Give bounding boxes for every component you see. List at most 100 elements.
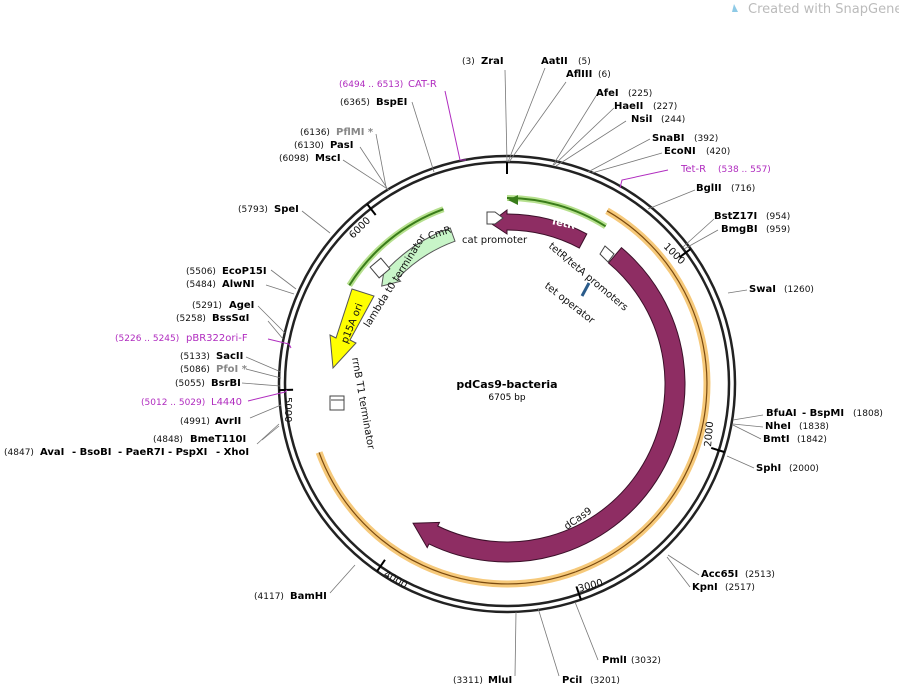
enzyme-pos-bspei: (6365) [340, 98, 370, 108]
enzyme-pos-sphi: (2000) [789, 464, 819, 474]
enzyme-pos-afei: (225) [628, 89, 652, 99]
primer-pos-cat-r: (6494 .. 6513) [339, 80, 403, 90]
cat-promoter-arrow [486, 211, 504, 225]
enzyme-pflmi: PflMI * [336, 127, 374, 138]
enzyme-pmli: PmlI [602, 655, 627, 666]
enzyme-nhei: NheI [765, 421, 791, 432]
enzyme-bglii: BglII [696, 183, 722, 194]
enzyme-pos-pflmi: (6136) [300, 128, 330, 138]
enzyme-pos-econi: (420) [706, 147, 730, 157]
enzyme-pos-bamhi: (4117) [254, 592, 284, 602]
enzyme-pos-bstz17i: (954) [766, 212, 790, 222]
enzyme-haeii: HaeII [614, 101, 643, 112]
enzyme-econi: EcoNI [664, 146, 696, 157]
enzyme-pos-msci: (6098) [279, 154, 309, 164]
dcas9-feature [412, 246, 686, 563]
enzyme-aatii: AatII [541, 56, 568, 67]
lambda-t0-label: lambda t0 terminator [362, 232, 429, 330]
enzyme-pspxi: - PspXI [168, 447, 207, 458]
enzyme-pos-pfoi: (5086) [180, 365, 210, 375]
enzyme-leader-lines [241, 67, 764, 677]
enzyme-bsobi: - BsoBI [72, 447, 111, 458]
tet-operator-label: tet operator [542, 281, 597, 327]
enzyme-bmet110i: BmeT110I [190, 434, 246, 445]
enzyme-aval: AvaI [40, 447, 64, 458]
lambda-t0-terminator-box [369, 257, 391, 279]
enzyme-aflii: AflIII [566, 69, 592, 80]
orange-band-left-core [318, 452, 576, 585]
primer-pbr322ori-f: pBR322ori-F [186, 333, 248, 344]
enzyme-avrii: AvrII [215, 416, 241, 427]
tick-mark-1000 [678, 248, 692, 259]
enzyme-acc65i: Acc65I [701, 569, 738, 580]
tick-mark-6000 [366, 203, 377, 216]
enzyme-bstz17i: BstZ17I [714, 211, 757, 222]
watermark-text: Created with SnapGene® [748, 2, 899, 17]
enzyme-pos-mlui: (3311) [453, 676, 483, 686]
enzyme-pos-bmti: (1842) [797, 435, 827, 445]
enzyme-pos-pmli: (3032) [631, 656, 661, 666]
enzyme-agei: AgeI [229, 300, 254, 311]
tetr-feature [489, 208, 588, 249]
tet-operator-mark [580, 282, 591, 297]
cat-promoter-label: cat promoter [462, 235, 528, 246]
enzyme-pos-alwni: (5484) [186, 280, 216, 290]
enzyme-zrai: ZraI [481, 56, 504, 67]
backbone-ticks [279, 203, 725, 600]
tick-mark-4000 [376, 559, 386, 572]
primer-tet-r: Tet-R [680, 164, 706, 175]
enzyme-pos-ecop15i: (5506) [186, 267, 216, 277]
enzyme-sacii: SacII [216, 351, 243, 362]
enzyme-pos-acc65i: (2513) [745, 570, 775, 580]
enzyme-pos-snabi: (392) [694, 134, 718, 144]
enzyme-spei: SpeI [274, 204, 299, 215]
enzyme-mlui: MluI [488, 675, 512, 686]
tick-4000: 4000 [382, 569, 410, 591]
feature-orange-bands [315, 207, 711, 588]
enzyme-ecop15i: EcoP15I [222, 266, 267, 277]
enzyme-pos-bsssai: (5258) [176, 314, 206, 324]
enzyme-nsii: NsiI [631, 114, 652, 125]
enzyme-pos-avrii: (4991) [180, 417, 210, 427]
primer-cat-r: CAT-R [408, 79, 437, 90]
tick-2000: 2000 [703, 421, 716, 447]
tick-mark-2000 [710, 446, 725, 454]
enzyme-bamhi: BamHI [290, 591, 327, 602]
primer-labels: (6494 .. 6513) CAT-R Tet-R (538 .. 557) … [115, 79, 771, 408]
enzyme-swai: SwaI [749, 284, 776, 295]
orange-band-left [315, 451, 577, 588]
enzyme-pos-aatii: (5) [578, 57, 591, 67]
enzyme-pcii: PciI [562, 675, 582, 686]
enzyme-bfuai: BfuAI [766, 408, 797, 419]
enzyme-pos-pasi: (6130) [294, 141, 324, 151]
enzyme-bspei: BspEI [376, 97, 407, 108]
tetr-region-arrowhead [508, 195, 518, 205]
enzyme-paer7i: - PaeR7I [118, 447, 165, 458]
enzyme-pos-nhei: (1838) [799, 422, 829, 432]
orange-band-right-core [575, 210, 708, 573]
primer-leader-lines [247, 90, 669, 402]
enzyme-pos-sacii: (5133) [180, 352, 210, 362]
rrnb-terminator-box [329, 395, 345, 411]
enzyme-pos-agei: (5291) [192, 301, 222, 311]
primer-pos-l4440: (5012 .. 5029) [141, 398, 205, 408]
enzyme-bsrbi: BsrBI [211, 378, 241, 389]
p15a-ori-feature [329, 288, 375, 370]
enzyme-pos-aflii: (6) [598, 70, 611, 80]
enzyme-pos-kpni: (2517) [725, 583, 755, 593]
enzyme-pos-bglii: (716) [731, 184, 755, 194]
enzyme-pos-zrai: (3) [462, 57, 475, 67]
tick-5000: 5000 [282, 397, 293, 422]
enzyme-labels: (3) ZraI AatII (5) AflIII (6) AfeI (225)… [4, 56, 883, 686]
enzyme-xhoi: - XhoI [216, 447, 249, 458]
tetr-label: TetR [550, 216, 577, 232]
enzyme-pos-swai: (1260) [784, 285, 814, 295]
enzyme-pos-bsrbi: (5055) [175, 379, 205, 389]
primer-l4440: L4440 [211, 397, 242, 408]
enzyme-pfoi: PfoI * [216, 364, 248, 375]
rrnb-label: rrnB T1 terminator [349, 357, 376, 451]
enzyme-pos-haeii: (227) [653, 102, 677, 112]
tetr-teta-label: tetR/tetA promoters [546, 241, 630, 314]
enzyme-bmgbi: BmgBI [721, 224, 758, 235]
